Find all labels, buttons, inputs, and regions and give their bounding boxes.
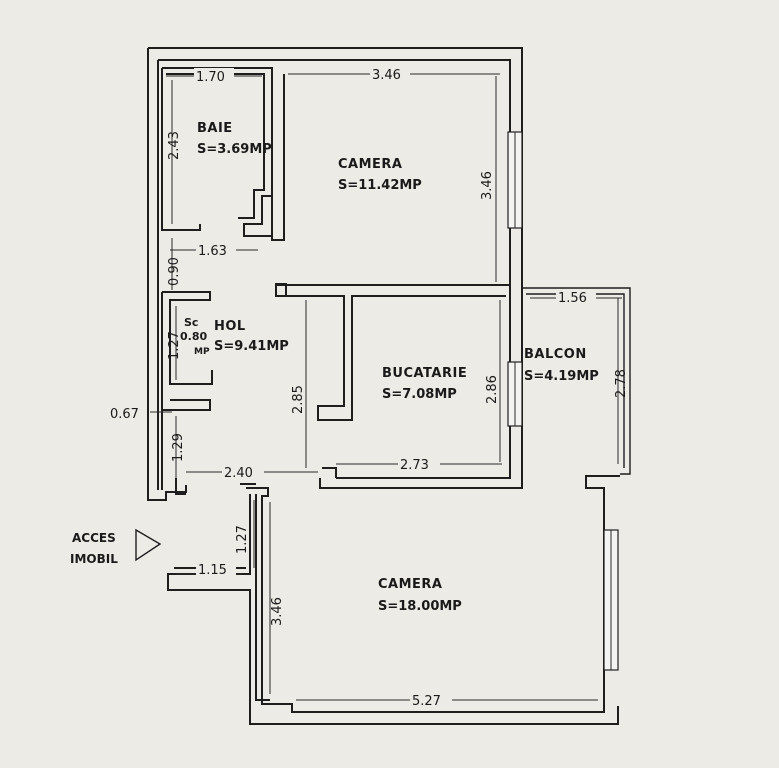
dim-access-height: 1.27 [235,525,250,554]
room-balcon-area: S=4.19MP [524,369,599,384]
outer-wall-inner-line [158,59,511,479]
access-marker: ACCES IMOBIL [70,528,162,566]
room-baie-name: BAIE [197,121,233,136]
dim-hall-height: 2.85 [291,385,306,414]
dim-baie-width: 1.70 [196,70,225,85]
dim-hall-width: 2.40 [224,466,253,481]
dim-balcon-width: 1.56 [558,291,587,306]
door-stop [275,283,287,297]
dim-kitchen-height: 2.86 [485,375,500,404]
kitchen-corner [322,467,337,478]
sc-wall-left [161,292,211,411]
room-camera-bottom-area: S=18.00MP [378,599,462,614]
room-hol-area: S=9.41MP [214,339,289,354]
dim-hall-top-height: 0.90 [167,257,182,286]
room-balcon-name: BALCON [524,347,587,362]
left-corner-detail [175,478,186,495]
dim-left-step: 0.67 [110,407,139,422]
room-camera-top-area: S=11.42MP [338,178,422,193]
outer-wall-outer-line [148,47,523,489]
room-hol-name: HOL [214,319,246,334]
room-sc-area: 0.80 [180,330,207,343]
room-camera-bottom-name: CAMERA [378,577,443,592]
dim-left-low-height: 1.29 [171,433,186,462]
dim-hall-top-width: 1.63 [198,244,227,259]
sc-wall [162,291,213,385]
balcon-outer [522,287,631,475]
access-arrow-icon [135,528,162,562]
room-camera-top-name: CAMERA [338,157,403,172]
room-sc-name: Sc [184,316,198,329]
baie-left-wall [161,68,201,231]
room-bucatarie-area: S=7.08MP [382,387,457,402]
walls [147,47,631,725]
dim-kitchen-width: 2.73 [400,458,429,473]
camera-bottom-inner [246,475,620,713]
dim-camera-top-height: 3.46 [480,171,495,200]
access-line2: IMOBIL [70,552,118,566]
access-line1: ACCES [72,531,116,545]
outer-wall-left-outer [147,48,187,501]
partition-camera-kitchen [276,284,510,421]
baie-wall-inner [166,73,265,219]
dim-camera-bottom-width: 5.27 [412,694,441,709]
room-sc-unit: MP [194,347,210,357]
room-labels: BAIE S=3.69MP CAMERA S=11.42MP Sc 0.80 M… [180,121,599,614]
room-bucatarie-name: BUCATARIE [382,366,467,381]
dim-balcon-height: 2.78 [614,369,629,398]
dimension-labels: 1.70 3.46 3.46 2.43 1.63 0.90 1.27 0.67 … [110,66,629,709]
camera-bottom-left-inner [255,494,270,701]
dim-baie-height: 2.43 [167,131,182,160]
dim-access-width: 1.15 [198,563,227,578]
dim-camera-bottom-height: 3.46 [270,597,285,626]
dim-camera-top-width: 3.46 [372,68,401,83]
room-baie-area: S=3.69MP [197,142,272,157]
dim-sc-height: 1.27 [167,331,182,360]
partition-baie-camera [271,68,285,241]
windows [507,131,619,671]
